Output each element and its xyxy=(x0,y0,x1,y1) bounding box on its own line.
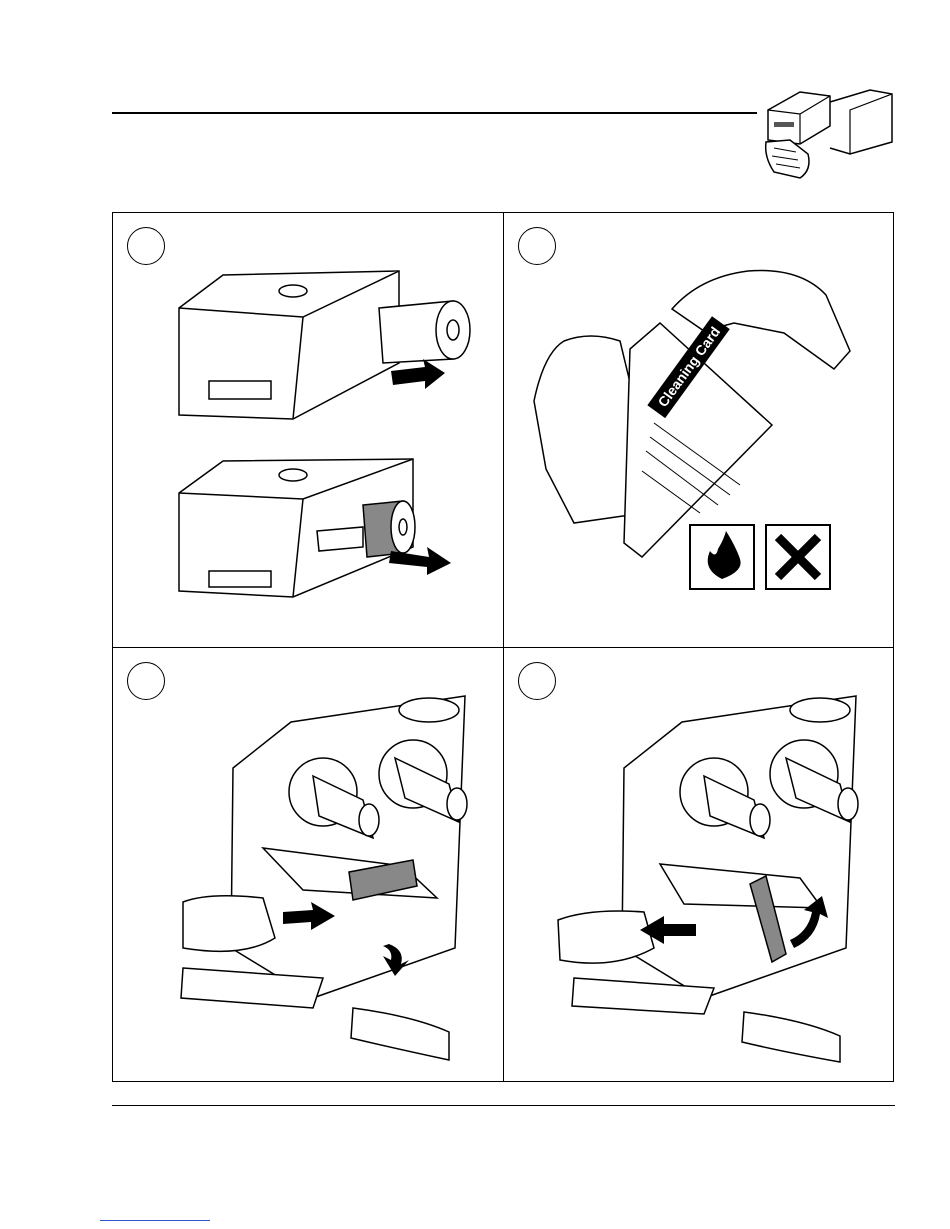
step-circle-3 xyxy=(127,662,165,700)
panel-pull-card xyxy=(504,648,895,1083)
step-circle-2 xyxy=(518,227,556,265)
step-circle-4 xyxy=(518,662,556,700)
header-rule xyxy=(112,112,757,114)
printer-media-illustration xyxy=(113,213,503,647)
panel-cleaning-card: Cleaning Card xyxy=(504,213,895,647)
panel-insert-card xyxy=(113,648,503,1083)
footer-rule xyxy=(112,1105,895,1106)
flammable-hazard-icon xyxy=(690,525,754,589)
cleaning-card-illustration: Cleaning Card xyxy=(504,213,895,647)
step-circle-1 xyxy=(127,227,165,265)
insert-card-illustration xyxy=(113,648,503,1083)
pull-card-illustration xyxy=(504,648,895,1083)
footer-link-underline xyxy=(100,1220,210,1221)
instruction-grid: Cleaning Card xyxy=(112,212,894,1082)
panel-remove-media xyxy=(113,213,503,647)
harmful-x-icon xyxy=(766,525,830,589)
printer-cleaning-icon xyxy=(760,82,895,182)
